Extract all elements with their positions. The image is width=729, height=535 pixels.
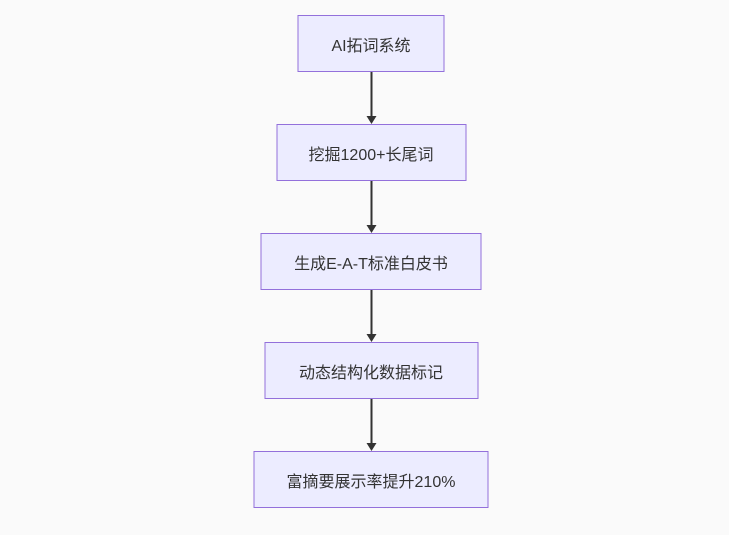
arrow-line [370,72,372,116]
flow-node-longtail-mining: 挖掘1200+长尾词 [276,124,466,181]
arrow-down-icon [366,334,376,342]
flow-node-label: 富摘要展示率提升210% [286,473,456,491]
arrow-line [370,181,372,225]
arrow-down-icon [366,116,376,124]
arrow-down-icon [366,443,376,451]
flow-edge [366,72,376,124]
flow-node-ai-keyword-system: AI拓词系统 [297,15,445,72]
flow-node-structured-data-markup: 动态结构化数据标记 [264,342,478,399]
flow-node-rich-snippet-uplift: 富摘要展示率提升210% [253,451,489,508]
flow-edge [366,399,376,451]
flow-edge [366,290,376,342]
flowchart: AI拓词系统 挖掘1200+长尾词 生成E-A-T标准白皮书 动态结构化数据标记… [253,15,489,508]
arrow-line [370,290,372,334]
flow-node-eat-whitepaper: 生成E-A-T标准白皮书 [260,233,482,290]
arrow-down-icon [366,225,376,233]
flow-node-label: 动态结构化数据标记 [298,364,443,382]
arrow-line [370,399,372,443]
flow-node-label: AI拓词系统 [331,37,411,55]
flow-node-label: 生成E-A-T标准白皮书 [294,255,448,273]
flow-node-label: 挖掘1200+长尾词 [308,146,434,164]
flow-edge [366,181,376,233]
